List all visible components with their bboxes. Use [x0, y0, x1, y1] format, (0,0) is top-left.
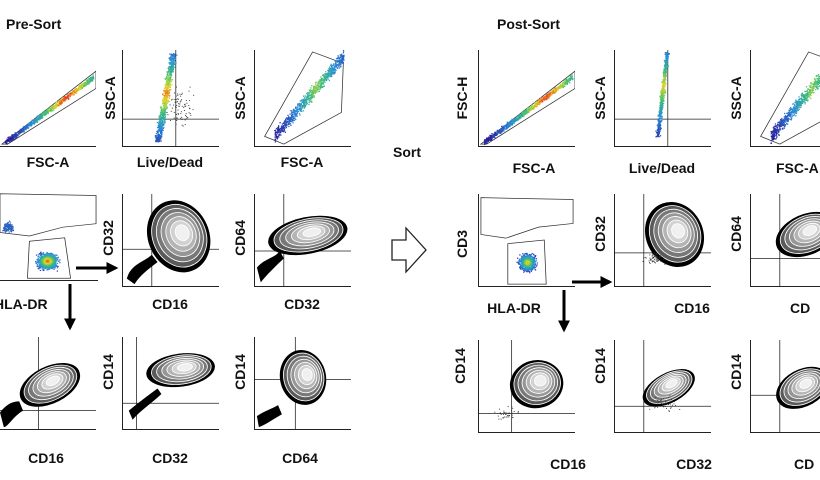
post-r2-x1: HLA-DR [487, 300, 541, 316]
pre-plot-fsc-gate [0, 50, 96, 147]
plot-canvas [123, 50, 219, 146]
post-plot-live-dead [614, 50, 711, 147]
post-r1-x2: Live/Dead [628, 160, 696, 176]
plot-canvas [255, 337, 351, 429]
plot-canvas [480, 197, 574, 285]
post-r3-x1: CD16 [550, 456, 586, 472]
post-r2-y3: CD64 [728, 216, 744, 252]
pre-r1-y2: SSC-A [102, 76, 118, 120]
pre-r2-x2: CD16 [152, 296, 188, 312]
pre-plot-cd64-cd14 [254, 337, 351, 430]
pre-plot-hla-dr [0, 192, 98, 281]
post-plot-cd16-cd32 [614, 194, 711, 287]
pre-r2-y3: CD64 [232, 220, 248, 256]
post-plot-cd16-cd14 [478, 340, 575, 433]
plot-canvas [0, 193, 97, 279]
pre-plot-cd16-cd14 [0, 337, 96, 430]
pre-r2-x1: HLA-DR [0, 296, 48, 312]
pre-r2-y2: CD32 [100, 220, 116, 256]
pre-r2-x3: CD32 [284, 296, 320, 312]
plot-canvas [255, 194, 351, 286]
pre-plot-cd32-cd14 [122, 337, 219, 430]
post-r1-y2: SSC-A [592, 76, 608, 120]
sort-hollow-arrow [391, 226, 427, 274]
pre-plot-fsc-ssc [254, 50, 351, 147]
pre-sort-title: Pre-Sort [6, 16, 62, 32]
post-r2-y1: CD3 [454, 229, 470, 259]
pre-r3-x1: CD16 [28, 450, 64, 466]
pre-r1-y3: SSC-A [232, 76, 248, 120]
pre-r3-x2: CD32 [152, 450, 188, 466]
post-plot-cd64-cd14 [750, 340, 820, 433]
plot-canvas [264, 50, 345, 145]
post-plot-cd32-cd64 [750, 194, 820, 287]
post-r1-x3: FSC-A [776, 160, 819, 176]
plot-canvas [123, 337, 219, 429]
sort-label: Sort [393, 144, 421, 160]
plot-canvas [479, 340, 575, 432]
post-r1-x1: FSC-A [512, 160, 556, 176]
post-r1-y1: FSC-H [454, 76, 470, 120]
post-plot-hla-dr [478, 194, 575, 287]
post-sort-title: Post-Sort [497, 16, 560, 32]
plot-canvas [615, 340, 711, 432]
plot-canvas [615, 50, 711, 146]
post-r3-y3: CD14 [728, 354, 744, 390]
post-r2-x2: CD16 [674, 300, 710, 316]
pre-r1-x1: FSC-A [26, 154, 70, 170]
pre-plot-cd16-cd32 [122, 194, 219, 287]
post-r3-y1: CD14 [452, 348, 468, 384]
pre-r3-x3: CD64 [282, 450, 318, 466]
post-r3-x2: CD32 [676, 456, 712, 472]
post-r3-x3: CD [794, 456, 815, 472]
post-r2-y2: CD32 [592, 216, 608, 252]
plot-canvas [751, 340, 820, 432]
post-r2-x3: CD [790, 300, 811, 316]
plot-canvas [760, 51, 820, 145]
pre-r1-x3: FSC-A [280, 154, 324, 170]
pre-r3-y2: CD14 [100, 354, 116, 390]
post-plot-fsc-fsch [478, 50, 575, 147]
plot-canvas [123, 194, 219, 286]
post-plot-cd32-cd14 [614, 340, 711, 433]
plot-canvas [0, 337, 96, 429]
pre-r1-x2: Live/Dead [136, 154, 204, 170]
post-r3-y2: CD14 [592, 348, 608, 384]
pre-r3-y3: CD14 [232, 354, 248, 390]
post-r1-y3: SSC-A [728, 76, 744, 120]
post-plot-fsc-ssc [750, 50, 820, 147]
plot-canvas [479, 70, 575, 146]
plot-canvas [751, 194, 820, 286]
plot-canvas [615, 194, 711, 286]
pre-plot-live-dead [122, 50, 219, 147]
plot-canvas [0, 70, 96, 145]
pre-plot-cd32-cd64 [254, 194, 351, 287]
